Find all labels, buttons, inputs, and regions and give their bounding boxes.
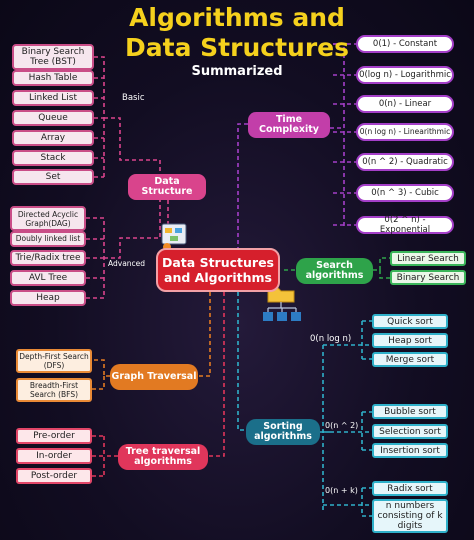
title-line-2: Data Structures [125, 33, 349, 62]
data-structure-hub: Data Structure [128, 174, 206, 200]
search-hub: Search algorithms [296, 258, 373, 284]
central-node: Data Structures and Algorithms [156, 248, 280, 292]
folder-tree-icon [260, 286, 304, 326]
ds-dag: Directed Acyclic Graph(DAG) [10, 206, 86, 231]
ds-set: Set [12, 169, 94, 185]
search-binary: Binary Search [390, 270, 466, 285]
sorting-hub: Sorting algorithms [246, 419, 320, 445]
sort-radix-note: n numbers consisting of k digits [372, 499, 448, 533]
ds-array: Array [12, 130, 94, 146]
sort-selection: Selection sort [372, 424, 448, 439]
ds-heap: Heap [10, 290, 86, 306]
tree-preorder: Pre-order [16, 428, 92, 444]
tree-traversal-hub: Tree traversal algorithms [118, 444, 208, 470]
tree-inorder: In-order [16, 448, 92, 464]
time-complexity-hub: Time Complexity [248, 112, 330, 138]
ds-stack: Stack [12, 150, 94, 166]
sorting-group1-label: 0(n log n) [310, 334, 352, 344]
ds-linked-list: Linked List [12, 90, 94, 106]
sort-radix: Radix sort [372, 481, 448, 496]
tree-postorder: Post-order [16, 468, 92, 484]
ds-queue: Queue [12, 110, 94, 126]
search-linear: Linear Search [390, 251, 466, 266]
basic-label: Basic [122, 93, 145, 103]
tc-constant: 0(1) - Constant [356, 35, 454, 53]
advanced-label: Advanced [108, 259, 146, 268]
graph-dfs: Depth-First Search (DFS) [16, 349, 92, 373]
sort-quick: Quick sort [372, 314, 448, 329]
ds-hash-table: Hash Table [12, 70, 94, 86]
tc-linear: 0(n) - Linear [356, 95, 454, 113]
graph-bfs: Breadth-First Search (BFS) [16, 378, 92, 402]
ds-trie: Trie/Radix tree [10, 250, 86, 266]
tc-cubic: 0(n ^ 3) - Cubic [356, 184, 454, 202]
subtitle: Summarized [191, 64, 283, 79]
ds-bst: Binary Search Tree (BST) [12, 44, 94, 70]
sort-merge: Merge sort [372, 352, 448, 367]
tc-logarithmic: 0(log n) - Logarithmic [356, 66, 454, 84]
graph-traversal-hub: Graph Traversal [110, 364, 198, 390]
title-line-1: Algorithms and [129, 3, 345, 32]
sort-heap: Heap sort [372, 333, 448, 348]
tc-linearithmic: 0(n log n) - Linearithmic [356, 123, 454, 141]
tc-exponential: 0(2 ^ n) - Exponential [356, 215, 454, 235]
sort-insertion: Insertion sort [372, 443, 448, 458]
sort-bubble: Bubble sort [372, 404, 448, 419]
ds-avl-tree: AVL Tree [10, 270, 86, 286]
sorting-group2-label: 0(n ^ 2) [325, 421, 359, 430]
ds-doubly-linked-list: Doubly linked list [10, 231, 86, 247]
tc-quadratic: 0(n ^ 2) - Quadratic [356, 153, 454, 171]
sorting-group3-label: 0(n + k) [325, 486, 358, 495]
